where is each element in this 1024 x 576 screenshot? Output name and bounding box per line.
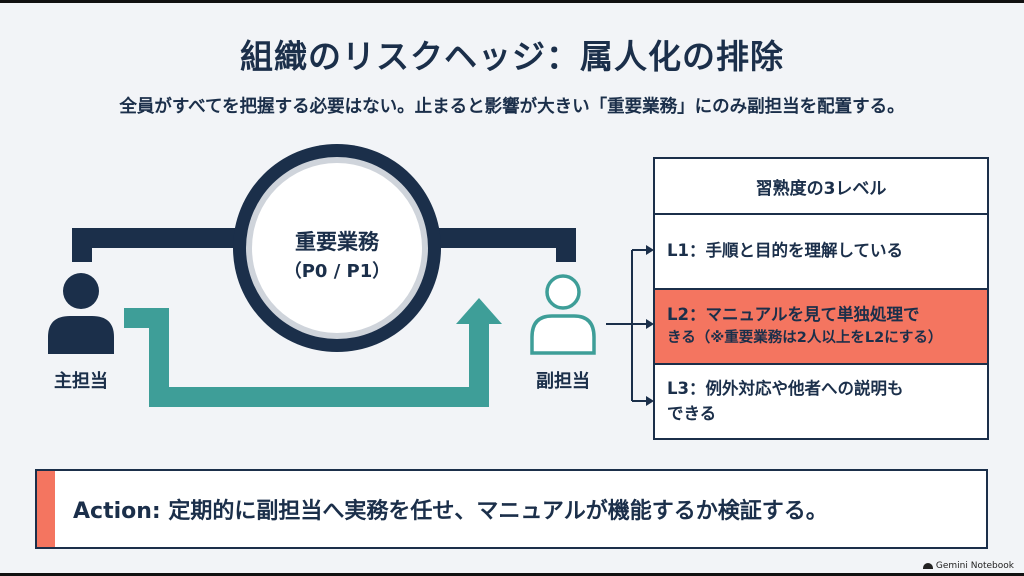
top-frame-bar (0, 0, 1024, 3)
secondary-owner-label: 副担当 (536, 371, 590, 392)
level-text-cont: できる (667, 404, 717, 423)
core-task-circle-inner (252, 163, 422, 333)
level-text: L2：マニュアルを見て単独処理で (667, 305, 920, 325)
person-icon (48, 273, 114, 354)
logo-icon (922, 563, 933, 569)
action-text: Action: 定期的に副担当へ実務を任せ、マニュアルが機能するか検証する。 (73, 499, 828, 524)
logo-text: Gemini Notebook (935, 561, 1014, 571)
arrow-right-icon (632, 245, 654, 406)
level-note: きる（※重要業務は2人以上をL2にする） (667, 330, 943, 346)
level-text: L3：例外対応や他者への説明も (667, 379, 904, 399)
primary-owner-label: 主担当 (54, 371, 108, 392)
page-title: 組織のリスクヘッジ：属人化の排除 (240, 37, 784, 76)
core-task-priority: （P0 / P1） (283, 261, 391, 282)
proficiency-levels-panel: 習熟度の3レベル L1：手順と目的を理解している L2：マニュアルを見て単独処理… (653, 157, 989, 440)
teal-handover-arrow (124, 308, 489, 407)
page-subtitle: 全員がすべてを把握する必要はない。止まると影響が大きい「重要業務」にのみ副担当を… (119, 97, 905, 117)
person-outline-icon (530, 274, 596, 355)
levels-header: 習熟度の3レベル (655, 159, 987, 215)
gemini-notebook-logo: Gemini Notebook (922, 561, 1014, 571)
action-accent-bar (37, 471, 55, 547)
bottom-frame-bar (0, 573, 1024, 576)
core-task-title: 重要業務 (295, 230, 379, 254)
level-item-l2: L2：マニュアルを見て単独処理で きる（※重要業務は2人以上をL2にする） (655, 290, 987, 365)
level-item-l3: L3：例外対応や他者への説明も できる (655, 365, 987, 439)
action-box: Action: 定期的に副担当へ実務を任せ、マニュアルが機能するか検証する。 (35, 469, 988, 549)
teal-arrow-head (456, 298, 502, 324)
level-text: L1：手順と目的を理解している (667, 241, 903, 261)
level-item-l1: L1：手順と目的を理解している (655, 215, 987, 290)
